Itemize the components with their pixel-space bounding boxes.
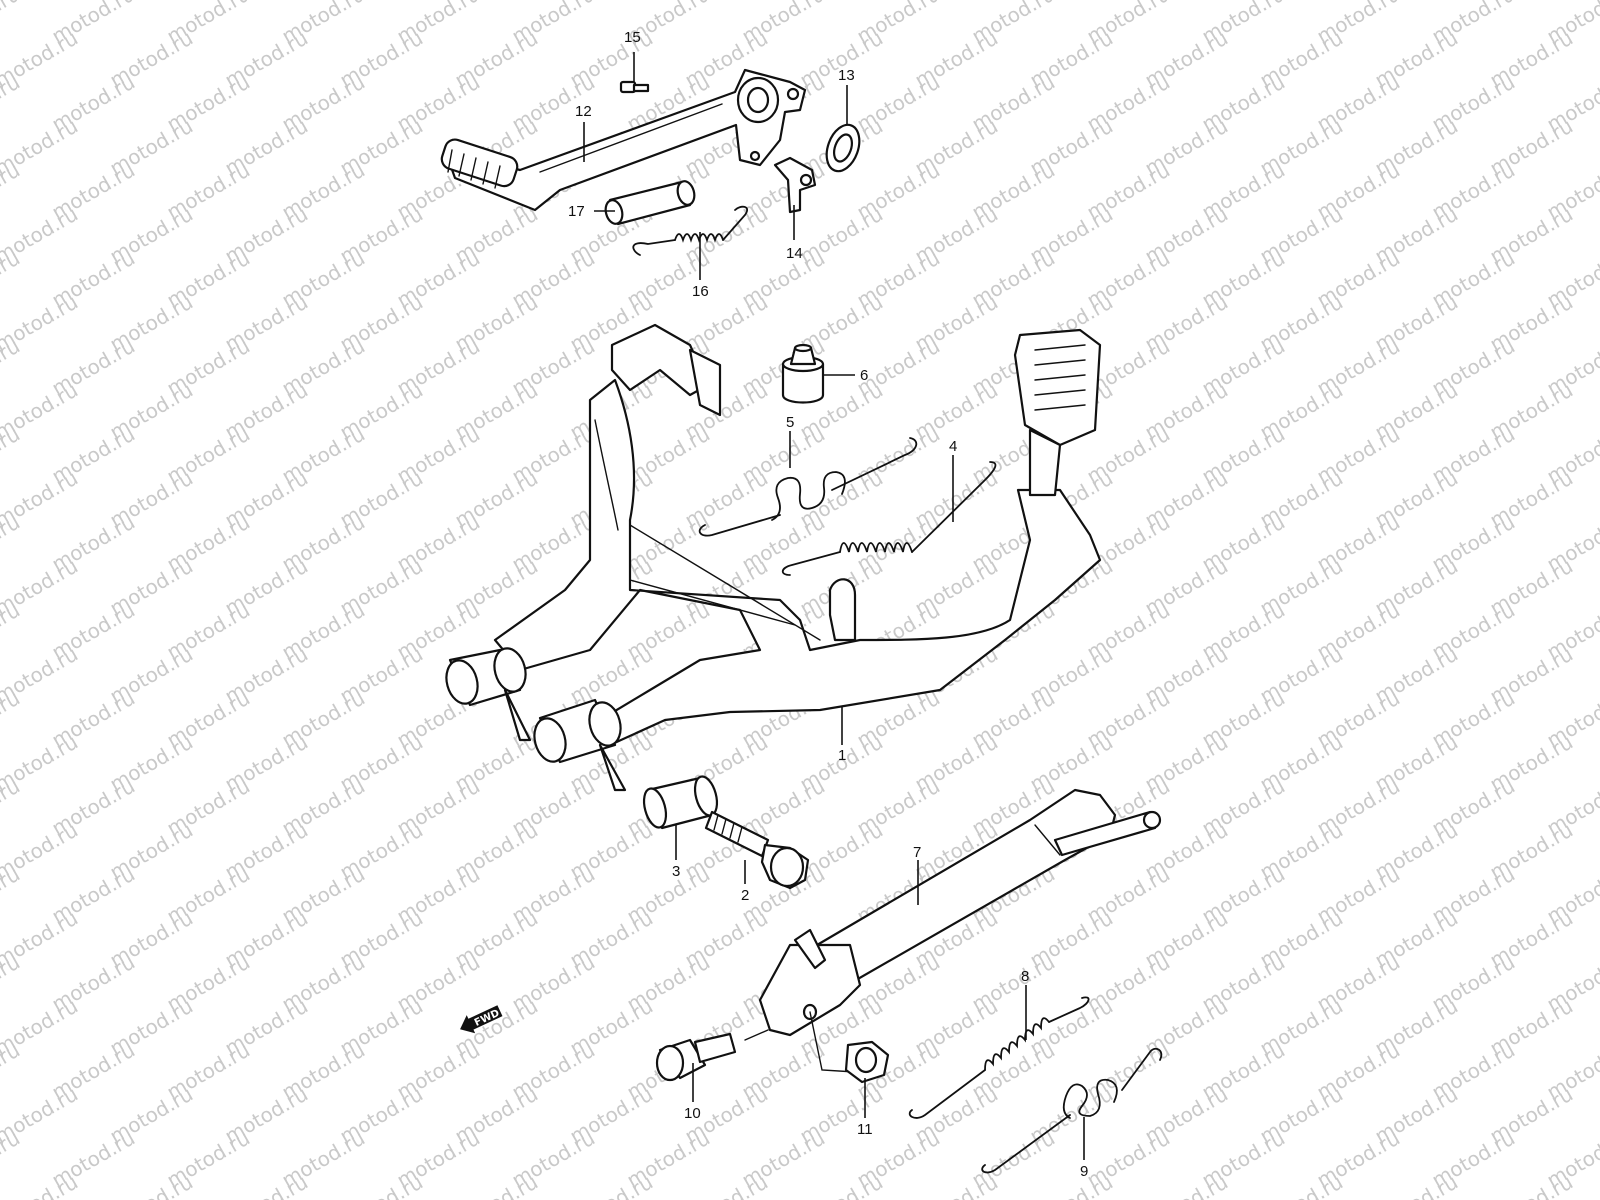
spring-5 (698, 437, 918, 537)
spring-8 (908, 996, 1090, 1119)
callout-16: 16 (692, 283, 709, 300)
side-stand-edge (1034, 824, 1061, 856)
callout-15: 15 (624, 29, 641, 46)
watermark-text: motod.ru (1141, 1170, 1232, 1200)
stand-pivot-right (533, 698, 627, 792)
watermark-text: motod.ru (1026, 1170, 1117, 1200)
callout-17: 17 (568, 203, 585, 220)
watermark-text: motod.ru (0, 0, 24, 48)
watermark-text: motod.ru (336, 1170, 427, 1200)
watermark-text: motod.ru (451, 1170, 542, 1200)
spring-4 (781, 461, 997, 576)
lever-edge (539, 103, 723, 173)
watermark-text: motod.ru (911, 1170, 1002, 1200)
lever-boss-hole (746, 86, 770, 114)
clip-14 (773, 156, 817, 214)
pedal-lever-group (440, 68, 861, 256)
callout-1: 1 (838, 747, 846, 764)
stand-top-bracket (610, 323, 710, 397)
stand-tube-edge (594, 419, 619, 531)
callout-11: 11 (857, 1121, 873, 1138)
bolt-10 (655, 1029, 769, 1082)
watermark-text: motod.ru (681, 1170, 772, 1200)
spring-16 (632, 205, 748, 256)
watermark-text: motod.ru (0, 1170, 82, 1200)
stand-crossbar-2 (629, 579, 796, 626)
callout-7: 7 (913, 844, 921, 861)
stand-crossbar (629, 524, 821, 641)
side-stand (758, 788, 1162, 1073)
watermark-text: motod.ru (106, 1170, 197, 1200)
watermark-text: motod.ru (796, 1170, 887, 1200)
stand-frame (493, 378, 1102, 747)
stand-pivot-left (445, 647, 532, 742)
watermark-text: motod.ru (1371, 1170, 1462, 1200)
bolt-15 (619, 80, 650, 94)
stopper-6 (781, 343, 825, 404)
stand-foot-pad (1013, 328, 1102, 447)
callout-10: 10 (684, 1105, 701, 1122)
watermark-text: motod.ru (1256, 1170, 1347, 1200)
callout-5: 5 (786, 414, 794, 431)
side-stand-tab (793, 928, 827, 970)
stand-side-plate (688, 348, 722, 417)
callout-leaders (583, 52, 1085, 1160)
callout-13: 13 (838, 67, 855, 84)
foot-pad-ribs (1034, 344, 1086, 411)
nut-11 (844, 1040, 890, 1084)
callout-12: 12 (575, 103, 592, 120)
bolt-2 (704, 810, 810, 890)
center-stand (445, 323, 1102, 792)
callout-2: 2 (741, 887, 749, 904)
callout-4: 4 (949, 438, 957, 455)
spring-9 (981, 1047, 1163, 1174)
callout-6: 6 (860, 367, 868, 384)
callout-14: 14 (786, 245, 803, 262)
lever-hole-2 (749, 150, 761, 162)
bushing-17 (604, 180, 696, 226)
side-stand-pivot (758, 943, 862, 1037)
side-stand-leader (809, 1011, 856, 1073)
watermark-text: motod.ru (221, 1170, 312, 1200)
callout-3: 3 (672, 863, 680, 880)
callout-labels: 15 12 13 17 14 16 6 5 4 1 3 2 7 8 9 10 1… (568, 29, 1088, 1180)
stand-spring-hook (828, 578, 857, 642)
stand-foot-arm (1028, 428, 1062, 497)
callout-8: 8 (1021, 968, 1029, 985)
lever-hole (786, 87, 800, 101)
washer-13 (825, 123, 861, 173)
watermark-text: motod.ru (1486, 1170, 1577, 1200)
watermark-text: motod.ru (566, 1170, 657, 1200)
callout-9: 9 (1080, 1163, 1088, 1180)
lever-rubber (440, 138, 519, 189)
